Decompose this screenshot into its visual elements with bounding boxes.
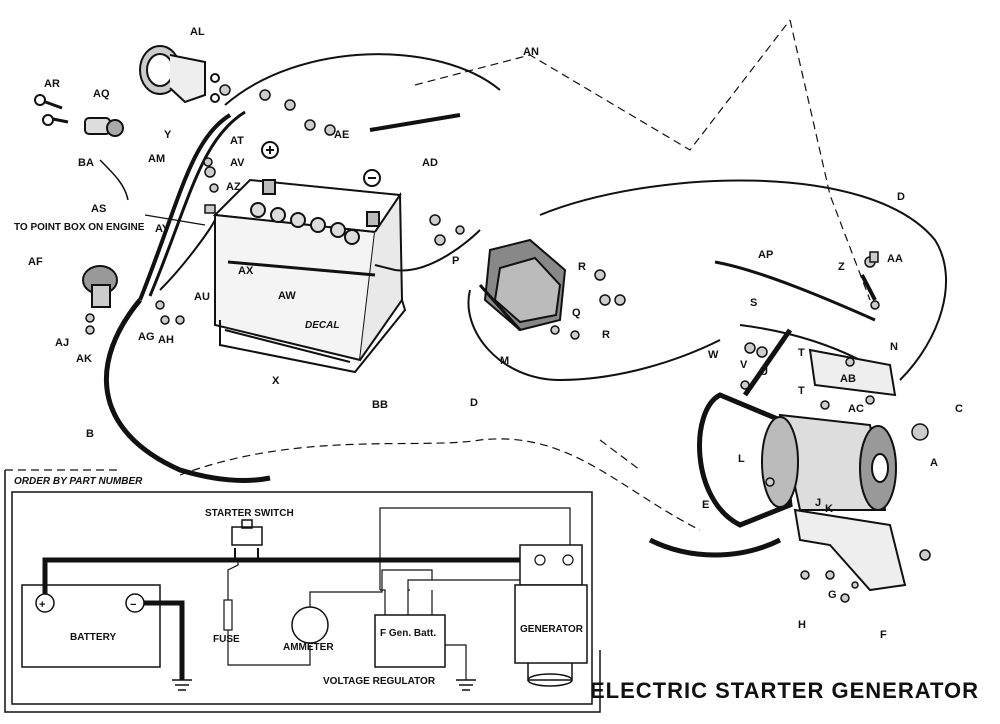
callout-ap: AP <box>758 249 773 261</box>
callout-ad: AD <box>422 157 438 169</box>
callout-t2: T <box>798 385 805 397</box>
fuse-label: FUSE <box>213 634 240 645</box>
callout-av: AV <box>230 157 245 169</box>
callout-h: H <box>798 619 806 631</box>
callout-aa: AA <box>887 253 903 265</box>
callout-al: AL <box>190 26 205 38</box>
callout-ax: AX <box>238 265 254 277</box>
callout-au: AU <box>194 291 210 303</box>
callout-k: K <box>825 503 833 515</box>
callout-an: AN <box>523 46 539 58</box>
starter-switch-illustration <box>82 265 118 308</box>
voltage-regulator-label: VOLTAGE REGULATOR <box>323 676 436 687</box>
callout-s: S <box>750 297 757 309</box>
callout-d2: D <box>470 397 478 409</box>
callout-w: W <box>708 349 719 361</box>
callout-aq: AQ <box>93 88 110 100</box>
battery-label: BATTERY <box>70 632 116 643</box>
bolt-z <box>860 274 877 301</box>
callout-ah: AH <box>158 334 174 346</box>
generator-label: GENERATOR <box>520 624 584 635</box>
starter-switch-label: STARTER SWITCH <box>205 508 294 519</box>
point-box-note: TO POINT BOX ON ENGINE <box>14 222 145 233</box>
callout-ba: BA <box>78 157 94 169</box>
battery-positive-terminal <box>35 593 55 613</box>
callout-am: AM <box>148 153 165 165</box>
callout-a: A <box>930 457 938 469</box>
callout-aj: AJ <box>55 337 69 349</box>
callout-x: X <box>272 375 280 387</box>
callout-af: AF <box>28 256 43 268</box>
regulator-terminals-label: F Gen. Batt. <box>380 628 436 639</box>
callout-u: U <box>760 366 768 378</box>
callout-as: AS <box>91 203 106 215</box>
ignition-switch-illustration <box>34 94 124 137</box>
callout-y: Y <box>164 129 172 141</box>
callout-labels: AL AN AR AQ AT AE Y AM AV AD BA AZ D AS … <box>14 26 963 641</box>
battery-negative-terminal <box>125 593 145 613</box>
ammeter-label: AMMETER <box>283 642 334 653</box>
wiring-schematic: ORDER BY PART NUMBER <box>4 469 601 713</box>
generator-illustration <box>697 328 907 592</box>
callout-z: Z <box>838 261 845 273</box>
hardware-parts <box>85 84 931 603</box>
callout-d: D <box>897 191 905 203</box>
callout-l: L <box>738 453 745 465</box>
callout-aw: AW <box>278 290 296 302</box>
callout-p: P <box>452 255 459 267</box>
order-note: ORDER BY PART NUMBER <box>14 476 143 487</box>
ammeter-illustration <box>139 45 220 104</box>
callout-ag: AG <box>138 331 155 343</box>
callout-r: R <box>578 261 586 273</box>
callout-b: B <box>86 428 94 440</box>
wiring <box>99 19 948 558</box>
callout-c: C <box>955 403 963 415</box>
callout-m: M <box>500 355 509 367</box>
callout-ar: AR <box>44 78 60 90</box>
callout-e: E <box>702 499 709 511</box>
callout-at: AT <box>230 135 244 147</box>
callout-v: V <box>740 359 748 371</box>
callout-ac: AC <box>848 403 864 415</box>
callout-j: J <box>815 497 821 509</box>
callout-g: G <box>828 589 837 601</box>
battery-illustration <box>212 141 407 374</box>
callout-ay: AY <box>155 223 170 235</box>
callout-r2: R <box>602 329 610 341</box>
voltage-regulator-illustration <box>478 238 567 332</box>
callout-az: AZ <box>226 181 241 193</box>
callout-f: F <box>880 629 887 641</box>
callout-q: Q <box>572 307 581 319</box>
callout-ak: AK <box>76 353 92 365</box>
battery-negative-sign: − <box>130 599 136 611</box>
callout-t: T <box>798 347 805 359</box>
callout-bb: BB <box>372 399 388 411</box>
page-title: ELECTRIC STARTER GENERATOR <box>590 678 979 703</box>
callout-ae: AE <box>334 129 349 141</box>
callout-n: N <box>890 341 898 353</box>
callout-ab: AB <box>840 373 856 385</box>
battery-positive-sign: + <box>39 599 45 611</box>
decal-label: DECAL <box>305 320 339 331</box>
